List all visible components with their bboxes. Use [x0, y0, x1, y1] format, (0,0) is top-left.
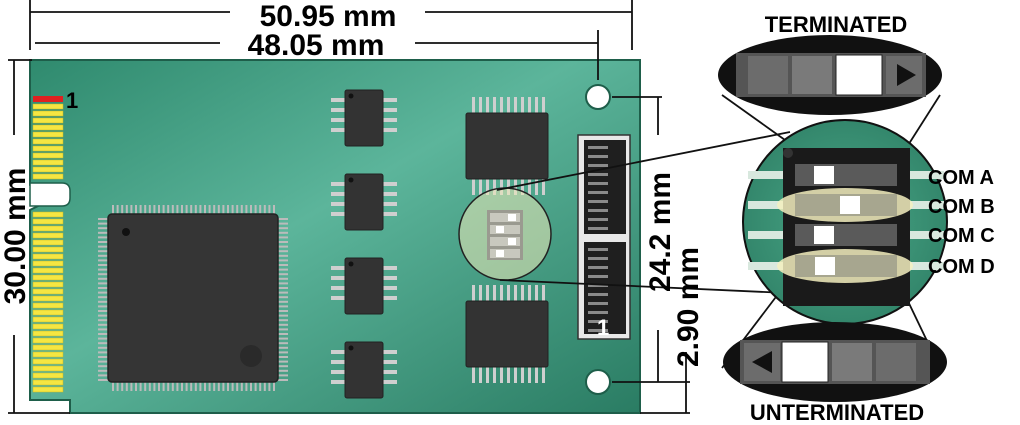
- unterminated-label: UNTERMINATED: [750, 400, 924, 425]
- edge-connector-fingers: [32, 103, 64, 393]
- com-a-label: COM A: [928, 167, 994, 189]
- overall-width-dimension: 50.95 mm: [260, 0, 397, 33]
- dip-switch-zoom: [721, 94, 948, 369]
- soic-chips: [331, 89, 397, 399]
- com-d-label: COM D: [928, 256, 995, 278]
- offset-dimension: 2.90 mm: [672, 247, 705, 367]
- terminated-switch-detail: [718, 35, 942, 115]
- terminated-label: TERMINATED: [765, 12, 908, 37]
- com-c-label: COM C: [928, 225, 995, 247]
- connector-height-dimension: 24.2 mm: [644, 172, 677, 292]
- dip-switch-locator: [458, 187, 552, 281]
- mount-hole-top: [585, 84, 611, 110]
- dimension-lines: [8, 0, 690, 414]
- processor-chip: [98, 205, 288, 391]
- unterminated-switch-detail: [723, 322, 947, 402]
- pin1-marker: [33, 96, 63, 102]
- edge-connector-pin1-label: 1: [66, 88, 78, 113]
- board-height-dimension: 30.00 mm: [0, 168, 32, 305]
- com-b-label: COM B: [928, 196, 995, 218]
- tssop-chips: [465, 97, 549, 383]
- mount-hole-bottom: [585, 369, 611, 395]
- hole-spacing-dimension: 48.05 mm: [248, 29, 385, 62]
- zoom-leader-lines: [496, 131, 791, 294]
- header-connector: [577, 134, 631, 340]
- header-connector-pin1-label: 1: [597, 315, 609, 340]
